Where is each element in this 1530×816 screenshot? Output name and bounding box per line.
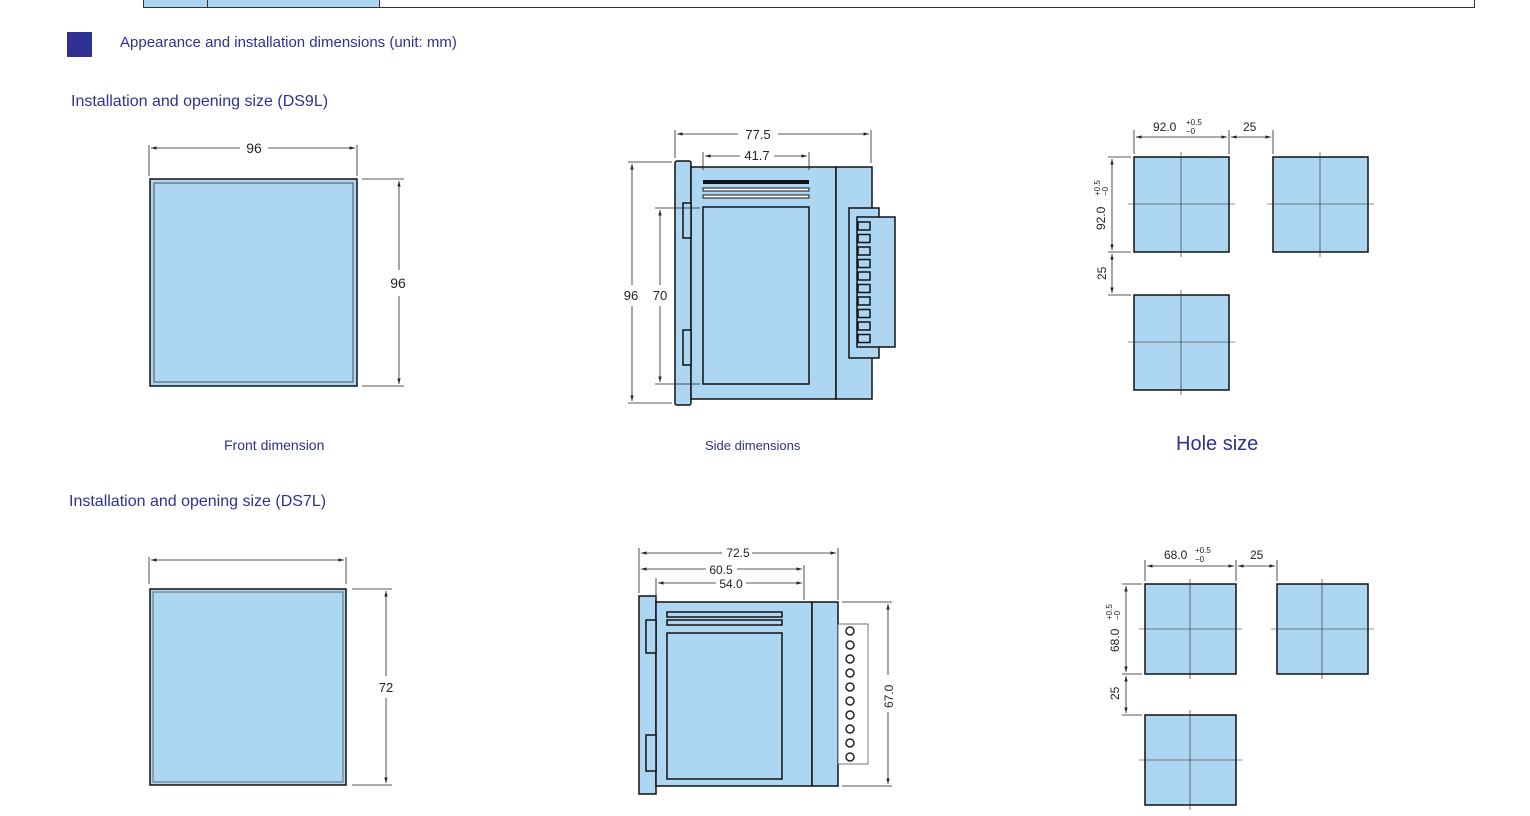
terminal-screw [845, 738, 855, 748]
hole-caption: Hole size [1176, 433, 1259, 455]
terminal-pin [857, 296, 871, 306]
side-inner-label: 41.7 [744, 148, 769, 163]
terminal-screw [845, 682, 855, 692]
terminal-screw [845, 626, 855, 636]
terminal-pin [857, 271, 871, 281]
terminal-pin [857, 233, 871, 244]
terminal-pin [857, 333, 871, 344]
ds7l-title: Installation and opening size (DS7L) [69, 493, 327, 510]
svg-text:+0.5: +0.5 [1105, 604, 1114, 620]
svg-text:−0: −0 [1195, 555, 1205, 564]
svg-text:68.0: 68.0 [1164, 548, 1188, 562]
side-depth-label: 77.5 [745, 127, 770, 142]
hole-gap-label: 25 [1243, 120, 1257, 134]
svg-text:+0.5: +0.5 [1195, 546, 1211, 555]
front-width-label: 96 [246, 140, 262, 156]
svg-text:+0.5: +0.5 [1186, 118, 1202, 127]
side-caption: Side dimensions [705, 438, 801, 453]
side-height-label: 96 [624, 288, 638, 303]
svg-text:60.5: 60.5 [709, 563, 733, 577]
ds9l-hole-drawing: 92.0 +0.5−0 25 92.0 +0.5 −0 25 [1093, 118, 1374, 395]
front-caption: Front dimension [224, 437, 325, 453]
front-height-label: 96 [390, 275, 406, 291]
svg-text:25: 25 [1108, 686, 1122, 700]
svg-text:72.5: 72.5 [726, 546, 750, 560]
ds7l-hole-drawing: 68.0 +0.5−0 25 68.0 +0.5 −0 25 [1105, 546, 1374, 810]
svg-text:−0: −0 [1101, 186, 1110, 196]
table-cell [208, 0, 380, 7]
svg-text:67.0: 67.0 [882, 684, 896, 708]
ds7l-front-height-label: 72 [379, 680, 393, 695]
terminal-pin [857, 308, 871, 319]
section-marker [67, 32, 92, 57]
terminal-screw [845, 752, 855, 762]
svg-text:+0.5: +0.5 [1093, 180, 1102, 196]
hole-size-label: 92.0 [1153, 120, 1177, 134]
svg-text:92.0: 92.0 [1094, 206, 1108, 230]
svg-text:54.0: 54.0 [719, 577, 743, 591]
terminal-pin [857, 321, 871, 331]
section-title: Appearance and installation dimensions (… [120, 34, 457, 51]
table-bottom-edge [143, 0, 1475, 8]
terminal-screw [845, 654, 855, 664]
terminal-pin [857, 283, 871, 294]
ds9l-title: Installation and opening size (DS9L) [71, 93, 329, 110]
terminal-screw [845, 668, 855, 678]
terminal-pin [857, 221, 871, 231]
svg-text:25: 25 [1095, 266, 1109, 280]
ds9l-side-drawing: 77.5 41.7 96 70 [624, 127, 896, 406]
side-inner-height-label: 70 [653, 288, 667, 303]
terminal-screw [845, 696, 855, 706]
terminal-pin [857, 246, 871, 256]
svg-text:68.0: 68.0 [1108, 628, 1122, 652]
ds7l-side-drawing: 72.5 60.5 54.0 67.0 [638, 546, 896, 795]
table-cell [144, 0, 208, 7]
svg-text:−0: −0 [1113, 610, 1122, 620]
svg-text:25: 25 [1250, 548, 1264, 562]
ds9l-front-drawing: 96 96 [148, 140, 406, 387]
terminal-screw [845, 710, 855, 720]
terminal-pin [857, 258, 871, 269]
terminal-screw [845, 724, 855, 734]
ds7l-front-drawing: 72 [148, 557, 393, 786]
svg-text:−0: −0 [1186, 127, 1196, 136]
terminal-screw [845, 640, 855, 650]
